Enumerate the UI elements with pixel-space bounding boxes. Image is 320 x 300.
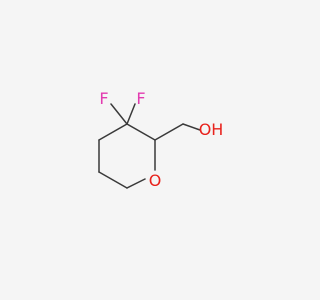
bond-c4-c3 xyxy=(98,123,128,141)
bond-c3-c2 xyxy=(126,123,156,141)
ring-oxygen-label: O xyxy=(149,171,162,190)
bond-c6-c5 xyxy=(98,171,128,189)
bond-o-c6 xyxy=(126,178,146,189)
molecule-diagram: F F O OH xyxy=(98,89,224,190)
bond-c3-f-right xyxy=(126,103,136,125)
fluorine-left-label: F xyxy=(99,89,108,108)
bonds xyxy=(98,103,201,189)
fluorine-right-label: F xyxy=(136,89,145,108)
bond-ch2-oh xyxy=(182,123,201,131)
hydroxyl-label: OH xyxy=(199,120,224,139)
structure-drawing: F F O OH xyxy=(98,89,224,190)
bond-c2-ch2 xyxy=(154,123,184,141)
bond-c3-f-left xyxy=(110,103,128,125)
